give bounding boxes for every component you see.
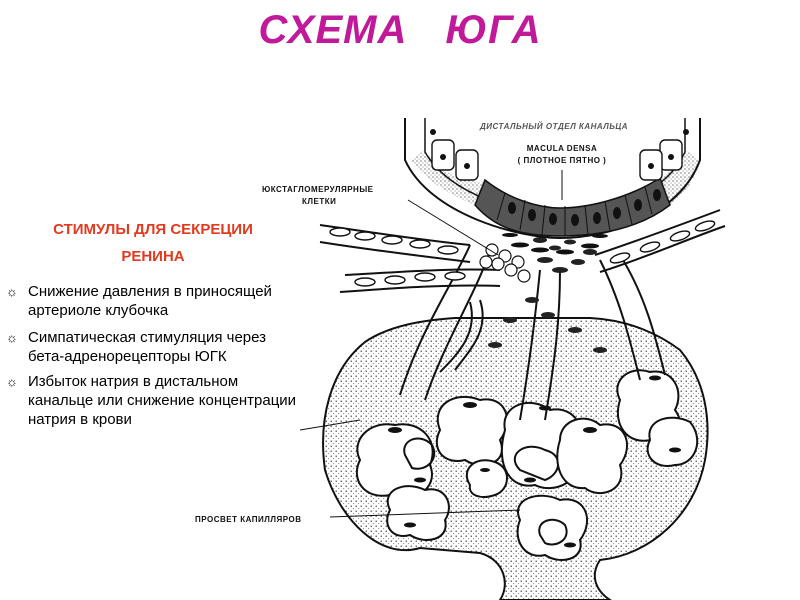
juxtaglomerular-cell-cluster — [479, 243, 531, 283]
stimuli-heading-line2: РЕНИНА — [121, 248, 185, 265]
macula-densa-label: MACULA DENSA — [527, 144, 598, 153]
slide-title: СХЕМА ЮГА — [258, 8, 542, 52]
mesangial-cells — [502, 233, 608, 255]
capillary-loops — [355, 369, 699, 561]
dark-cell-clusters — [488, 237, 607, 353]
stimulus-item: ☼ Снижение давления в приносящей артерио… — [6, 282, 306, 320]
distal-tubule-label: ДИСТАЛЬНЫЙ ОТДЕЛ КАНАЛЬЦА — [479, 122, 628, 131]
stimulus-item: ☼ Избыток натрия в дистальном канальце и… — [6, 372, 306, 429]
distal-tubule — [404, 118, 701, 240]
sun-bullet-icon: ☼ — [6, 374, 18, 389]
sun-bullet-icon: ☼ — [6, 284, 18, 299]
macula-densa-sublabel: ( ПЛОТНОЕ ПЯТНО ) — [518, 156, 607, 165]
jg-cells-label: ЮКСТАГЛОМЕРУЛЯРНЫЕ — [262, 185, 374, 194]
stimulus-text: Симпатическая стимуляция через бета-адре… — [28, 329, 267, 365]
stimulus-text: Снижение давления в приносящей артериоле… — [28, 283, 272, 319]
sun-bullet-icon: ☼ — [6, 330, 18, 345]
smooth-muscle-nuclei — [329, 220, 716, 287]
capillary-nuclei — [388, 375, 681, 548]
stimulus-text: Избыток натрия в дистальном канальце или… — [28, 373, 297, 428]
stimuli-list: ☼ Снижение давления в приносящей артерио… — [6, 282, 306, 429]
capillary-lumen-label: ПРОСВЕТ КАПИЛЛЯРОВ — [195, 515, 301, 524]
stimulus-item: ☼ Симпатическая стимуляция через бета-ад… — [6, 328, 306, 366]
stimuli-heading-line1: СТИМУЛЫ ДЛЯ СЕКРЕЦИИ — [53, 221, 253, 238]
stimuli-heading: СТИМУЛЫ ДЛЯ СЕКРЕЦИИ РЕНИНА — [8, 216, 298, 270]
label-leader-lines — [299, 170, 563, 518]
jg-cells-sublabel: КЛЕТКИ — [302, 197, 336, 206]
